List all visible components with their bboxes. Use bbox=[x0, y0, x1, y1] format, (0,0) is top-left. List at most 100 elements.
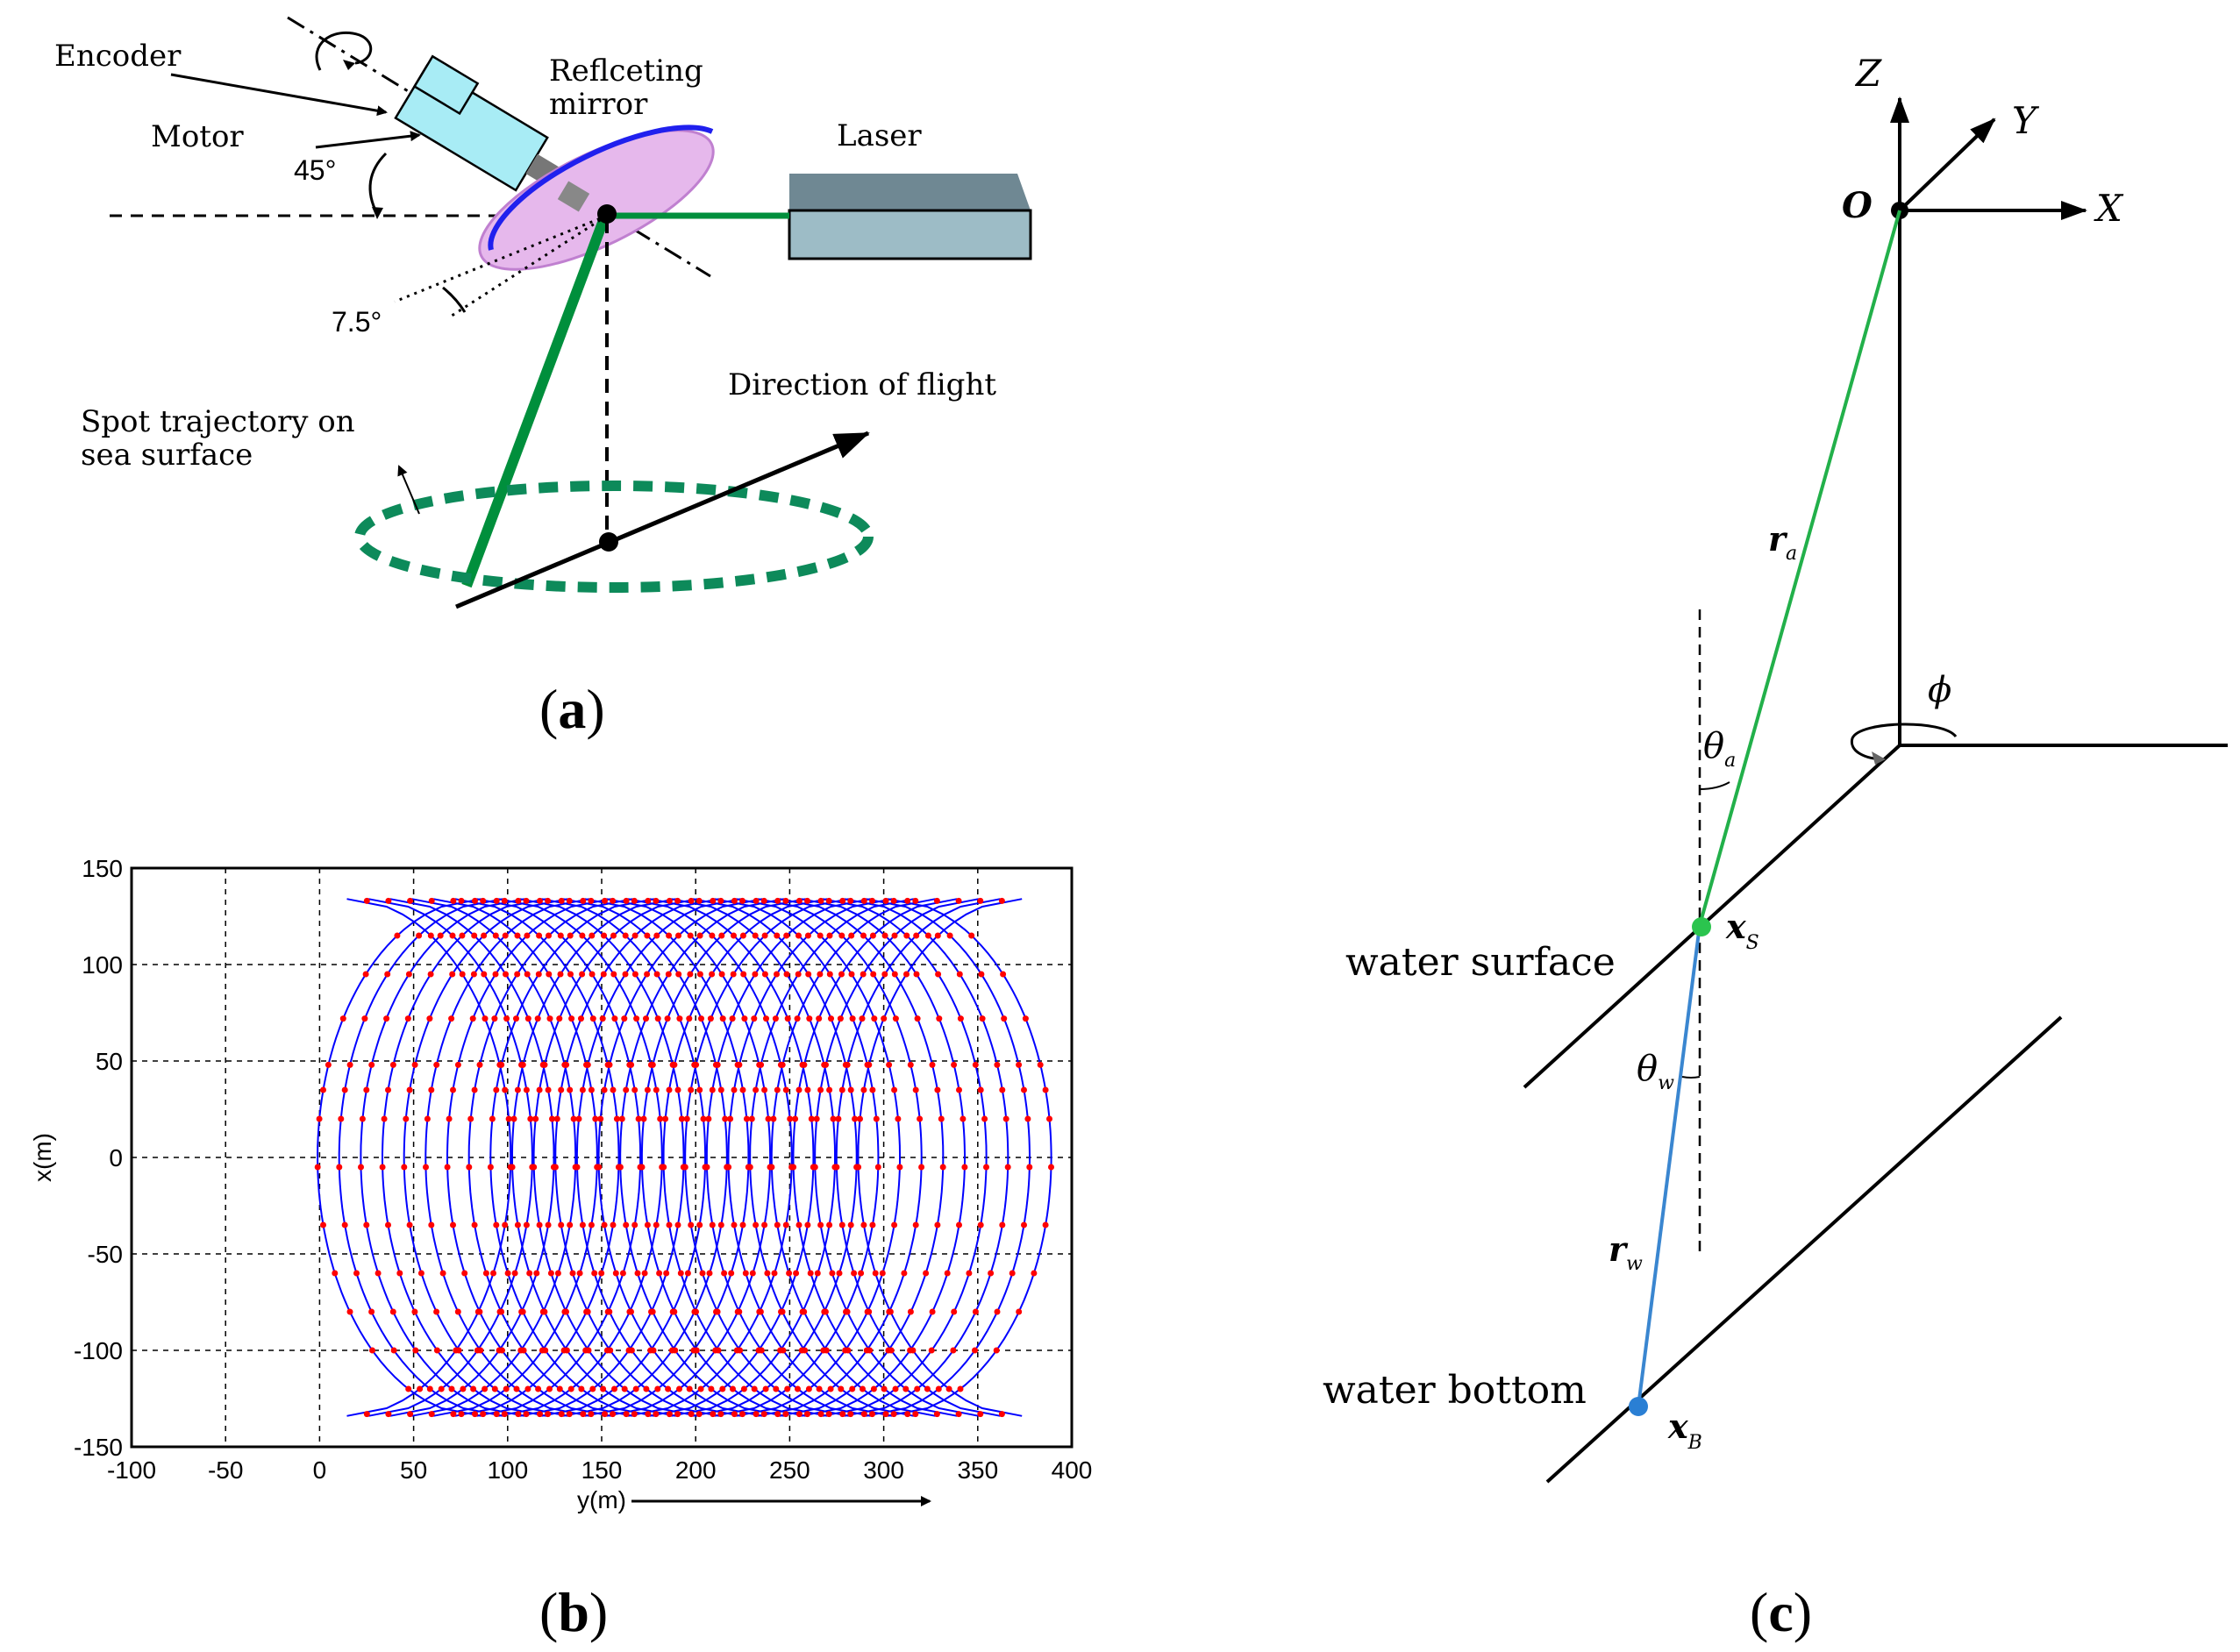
scan-point bbox=[693, 1347, 700, 1354]
scan-line-front bbox=[554, 898, 720, 1417]
spot-label-line2: sea surface bbox=[81, 438, 253, 473]
x-tick-label: 400 bbox=[1052, 1456, 1093, 1484]
scan-point bbox=[811, 1164, 818, 1171]
scan-point bbox=[860, 1411, 867, 1418]
scan-point bbox=[628, 1308, 634, 1315]
scan-point bbox=[649, 1308, 656, 1315]
laser-label: Laser bbox=[837, 118, 922, 153]
scan-point bbox=[449, 971, 456, 978]
scan-point bbox=[956, 1221, 962, 1228]
scan-point bbox=[817, 1411, 824, 1418]
scan-point bbox=[782, 1411, 789, 1418]
scan-point bbox=[338, 1115, 345, 1122]
scan-point bbox=[649, 1061, 656, 1068]
scan-point bbox=[580, 897, 587, 904]
scan-point bbox=[891, 1221, 898, 1228]
scan-line-back bbox=[692, 898, 858, 1417]
scan-point bbox=[433, 1308, 440, 1315]
scan-point bbox=[891, 971, 898, 978]
scan-point bbox=[715, 1347, 722, 1354]
scan-point bbox=[390, 1347, 397, 1354]
scan-point bbox=[988, 1270, 995, 1277]
scan-point bbox=[795, 1086, 803, 1093]
scan-point bbox=[696, 897, 703, 904]
scan-point bbox=[411, 1061, 418, 1068]
air-ray bbox=[1698, 210, 1901, 926]
scan-point bbox=[610, 1086, 617, 1093]
scan-point bbox=[592, 1115, 599, 1122]
panel-a-caption: (a) bbox=[539, 678, 605, 740]
scan-point bbox=[686, 1385, 693, 1392]
scan-point bbox=[823, 1347, 830, 1354]
scan-point bbox=[709, 1086, 716, 1093]
scan-point bbox=[520, 1347, 527, 1354]
encoder-pointer bbox=[170, 73, 388, 117]
scan-point bbox=[438, 1385, 445, 1392]
scan-point bbox=[946, 932, 953, 939]
encoder-body bbox=[412, 54, 480, 116]
scan-point bbox=[664, 1015, 671, 1022]
rotation-arrowhead-icon bbox=[343, 60, 355, 70]
scan-point bbox=[938, 1115, 945, 1122]
scan-point bbox=[736, 1061, 743, 1068]
scan-point bbox=[688, 1086, 695, 1093]
scan-point bbox=[752, 971, 759, 978]
scan-point bbox=[869, 1086, 876, 1093]
scan-point bbox=[739, 1221, 746, 1228]
scan-point bbox=[444, 1164, 451, 1171]
scan-line-front bbox=[597, 898, 763, 1417]
scan-point bbox=[836, 1270, 843, 1277]
scan-point bbox=[753, 1411, 760, 1418]
scan-line-back bbox=[497, 898, 663, 1417]
scan-point bbox=[623, 897, 630, 904]
x-axis-label: X bbox=[2094, 187, 2124, 230]
scan-point bbox=[765, 1115, 772, 1122]
scan-point bbox=[957, 1015, 964, 1022]
scan-point bbox=[731, 897, 738, 904]
scan-point bbox=[336, 1164, 343, 1171]
scan-point bbox=[721, 1270, 728, 1277]
scan-point bbox=[697, 1385, 704, 1392]
scan-point bbox=[576, 1270, 583, 1277]
scan-point bbox=[914, 1015, 921, 1022]
scan-line-front bbox=[770, 898, 936, 1417]
scan-line-back bbox=[844, 898, 1009, 1417]
scan-point bbox=[786, 1270, 793, 1277]
scan-point bbox=[558, 1411, 565, 1418]
scan-point bbox=[739, 1411, 745, 1418]
scan-line-front bbox=[360, 898, 525, 1417]
scan-point bbox=[717, 1221, 724, 1228]
scan-point bbox=[631, 897, 638, 904]
scan-point bbox=[654, 1385, 661, 1392]
scan-point bbox=[534, 1015, 541, 1022]
scan-point bbox=[547, 1270, 554, 1277]
encoder-label: Encoder bbox=[54, 39, 182, 74]
scan-point bbox=[469, 1015, 476, 1022]
scan-point bbox=[957, 1385, 964, 1392]
scan-point bbox=[556, 1385, 563, 1392]
scan-point bbox=[454, 1308, 461, 1315]
scan-line-front bbox=[424, 898, 590, 1417]
scan-point bbox=[578, 1385, 585, 1392]
scan-point bbox=[644, 971, 651, 978]
scan-point bbox=[826, 932, 833, 939]
scan-point bbox=[914, 1385, 921, 1392]
scan-point bbox=[482, 1015, 489, 1022]
scan-point bbox=[383, 1015, 390, 1022]
scan-point bbox=[503, 1385, 510, 1392]
scan-point bbox=[904, 897, 911, 904]
scan-point bbox=[458, 897, 465, 904]
scan-point bbox=[844, 1061, 851, 1068]
angle-45-arc bbox=[368, 152, 388, 215]
scan-point bbox=[912, 1221, 919, 1228]
scan-point bbox=[546, 971, 553, 978]
scan-point bbox=[458, 1411, 465, 1418]
scan-point bbox=[779, 1308, 786, 1315]
scan-point bbox=[950, 1347, 957, 1354]
scan-point bbox=[584, 1308, 591, 1315]
scan-point bbox=[580, 1411, 587, 1418]
theta-a-arc bbox=[1699, 781, 1730, 790]
scan-point bbox=[676, 1015, 683, 1022]
scan-point bbox=[849, 1015, 856, 1022]
scan-point bbox=[454, 1061, 461, 1068]
